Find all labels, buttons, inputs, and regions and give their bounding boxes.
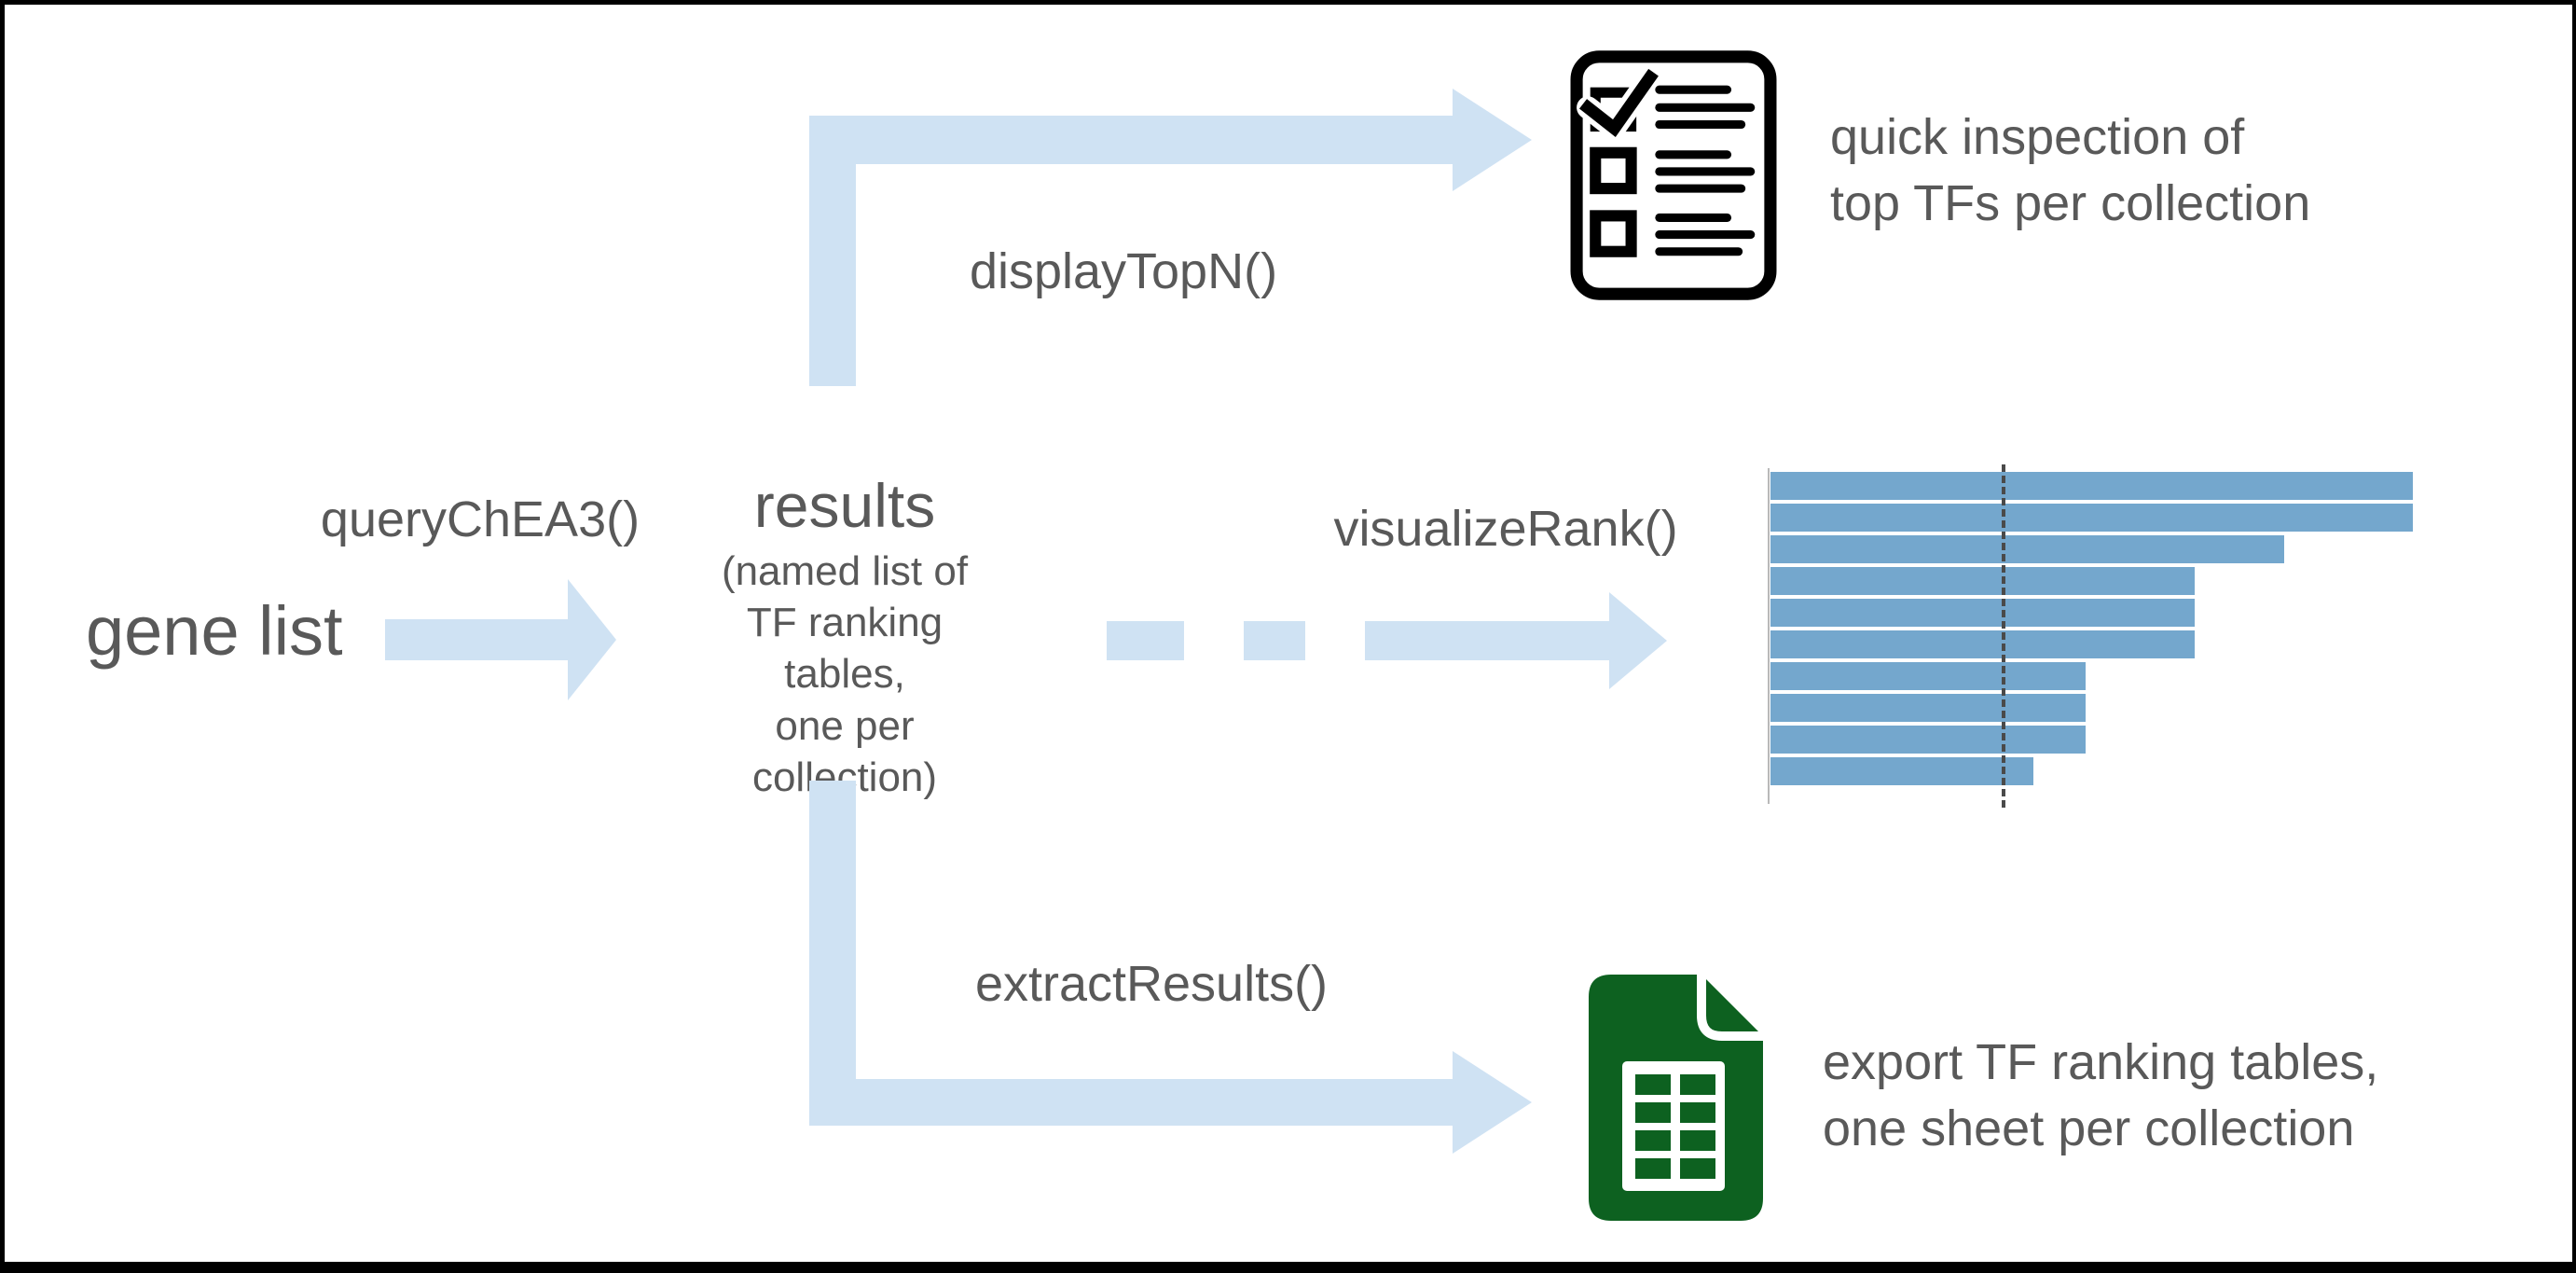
results-node: results (named list of TF ranking tables… bbox=[696, 472, 994, 804]
arrow-visualize-head bbox=[1609, 592, 1667, 689]
arrow-extract-head bbox=[1453, 1051, 1532, 1154]
arrow-extract-horizontal bbox=[809, 1079, 1453, 1126]
arrow-display-head bbox=[1453, 89, 1532, 191]
rank-bar bbox=[1770, 726, 2086, 754]
rank-bar bbox=[1770, 757, 2033, 785]
rank-bar-chart bbox=[1768, 464, 2418, 808]
arrow-visualize-body bbox=[1365, 621, 1609, 660]
export-text: export TF ranking tables, one sheet per … bbox=[1823, 1034, 2379, 1157]
arrow-query-head bbox=[568, 579, 616, 700]
results-title: results bbox=[753, 471, 936, 540]
letterbox-bottom bbox=[0, 1262, 2576, 1273]
results-subtitle-line: (named list of bbox=[721, 547, 969, 594]
letterbox-top bbox=[0, 0, 2576, 5]
rank-bar bbox=[1770, 504, 2413, 532]
arrow-extract-vertical bbox=[809, 781, 856, 1126]
chart-axis-line bbox=[1768, 468, 1770, 804]
function-label-querychea3: queryChEA3() bbox=[320, 491, 641, 547]
results-subtitle-line: one per collection) bbox=[751, 702, 938, 801]
rank-bar bbox=[1770, 694, 2086, 722]
rank-bar bbox=[1770, 535, 2284, 563]
letterbox-left bbox=[0, 0, 5, 1273]
arrow-visualize-dash bbox=[1107, 621, 1184, 660]
rank-bar bbox=[1770, 630, 2195, 658]
checklist-icon bbox=[1570, 50, 1777, 300]
letterbox-right bbox=[2572, 0, 2576, 1273]
arrow-display-horizontal bbox=[809, 116, 1453, 164]
results-subtitle-line: TF ranking tables, bbox=[746, 600, 944, 698]
arrow-visualize-dash bbox=[1244, 621, 1305, 660]
spreadsheet-icon bbox=[1589, 972, 1766, 1221]
chart-reference-line bbox=[2002, 464, 2005, 808]
function-label-extractresults: extractResults() bbox=[974, 956, 1329, 1012]
function-label-displaytopn: displayTopN() bbox=[969, 243, 1278, 299]
function-label-visualizerank: visualizeRank() bbox=[1333, 501, 1678, 557]
quick-inspection-text: quick inspection of top TFs per collecti… bbox=[1830, 109, 2311, 232]
gene-list-node: gene list bbox=[86, 592, 343, 670]
rank-bar bbox=[1770, 662, 2086, 690]
rank-bar bbox=[1770, 599, 2195, 627]
rank-bar bbox=[1770, 567, 2195, 595]
rank-bar bbox=[1770, 472, 2413, 500]
results-subtitle: (named list of TF ranking tables, one pe… bbox=[696, 546, 994, 804]
arrow-query-body bbox=[385, 619, 568, 660]
